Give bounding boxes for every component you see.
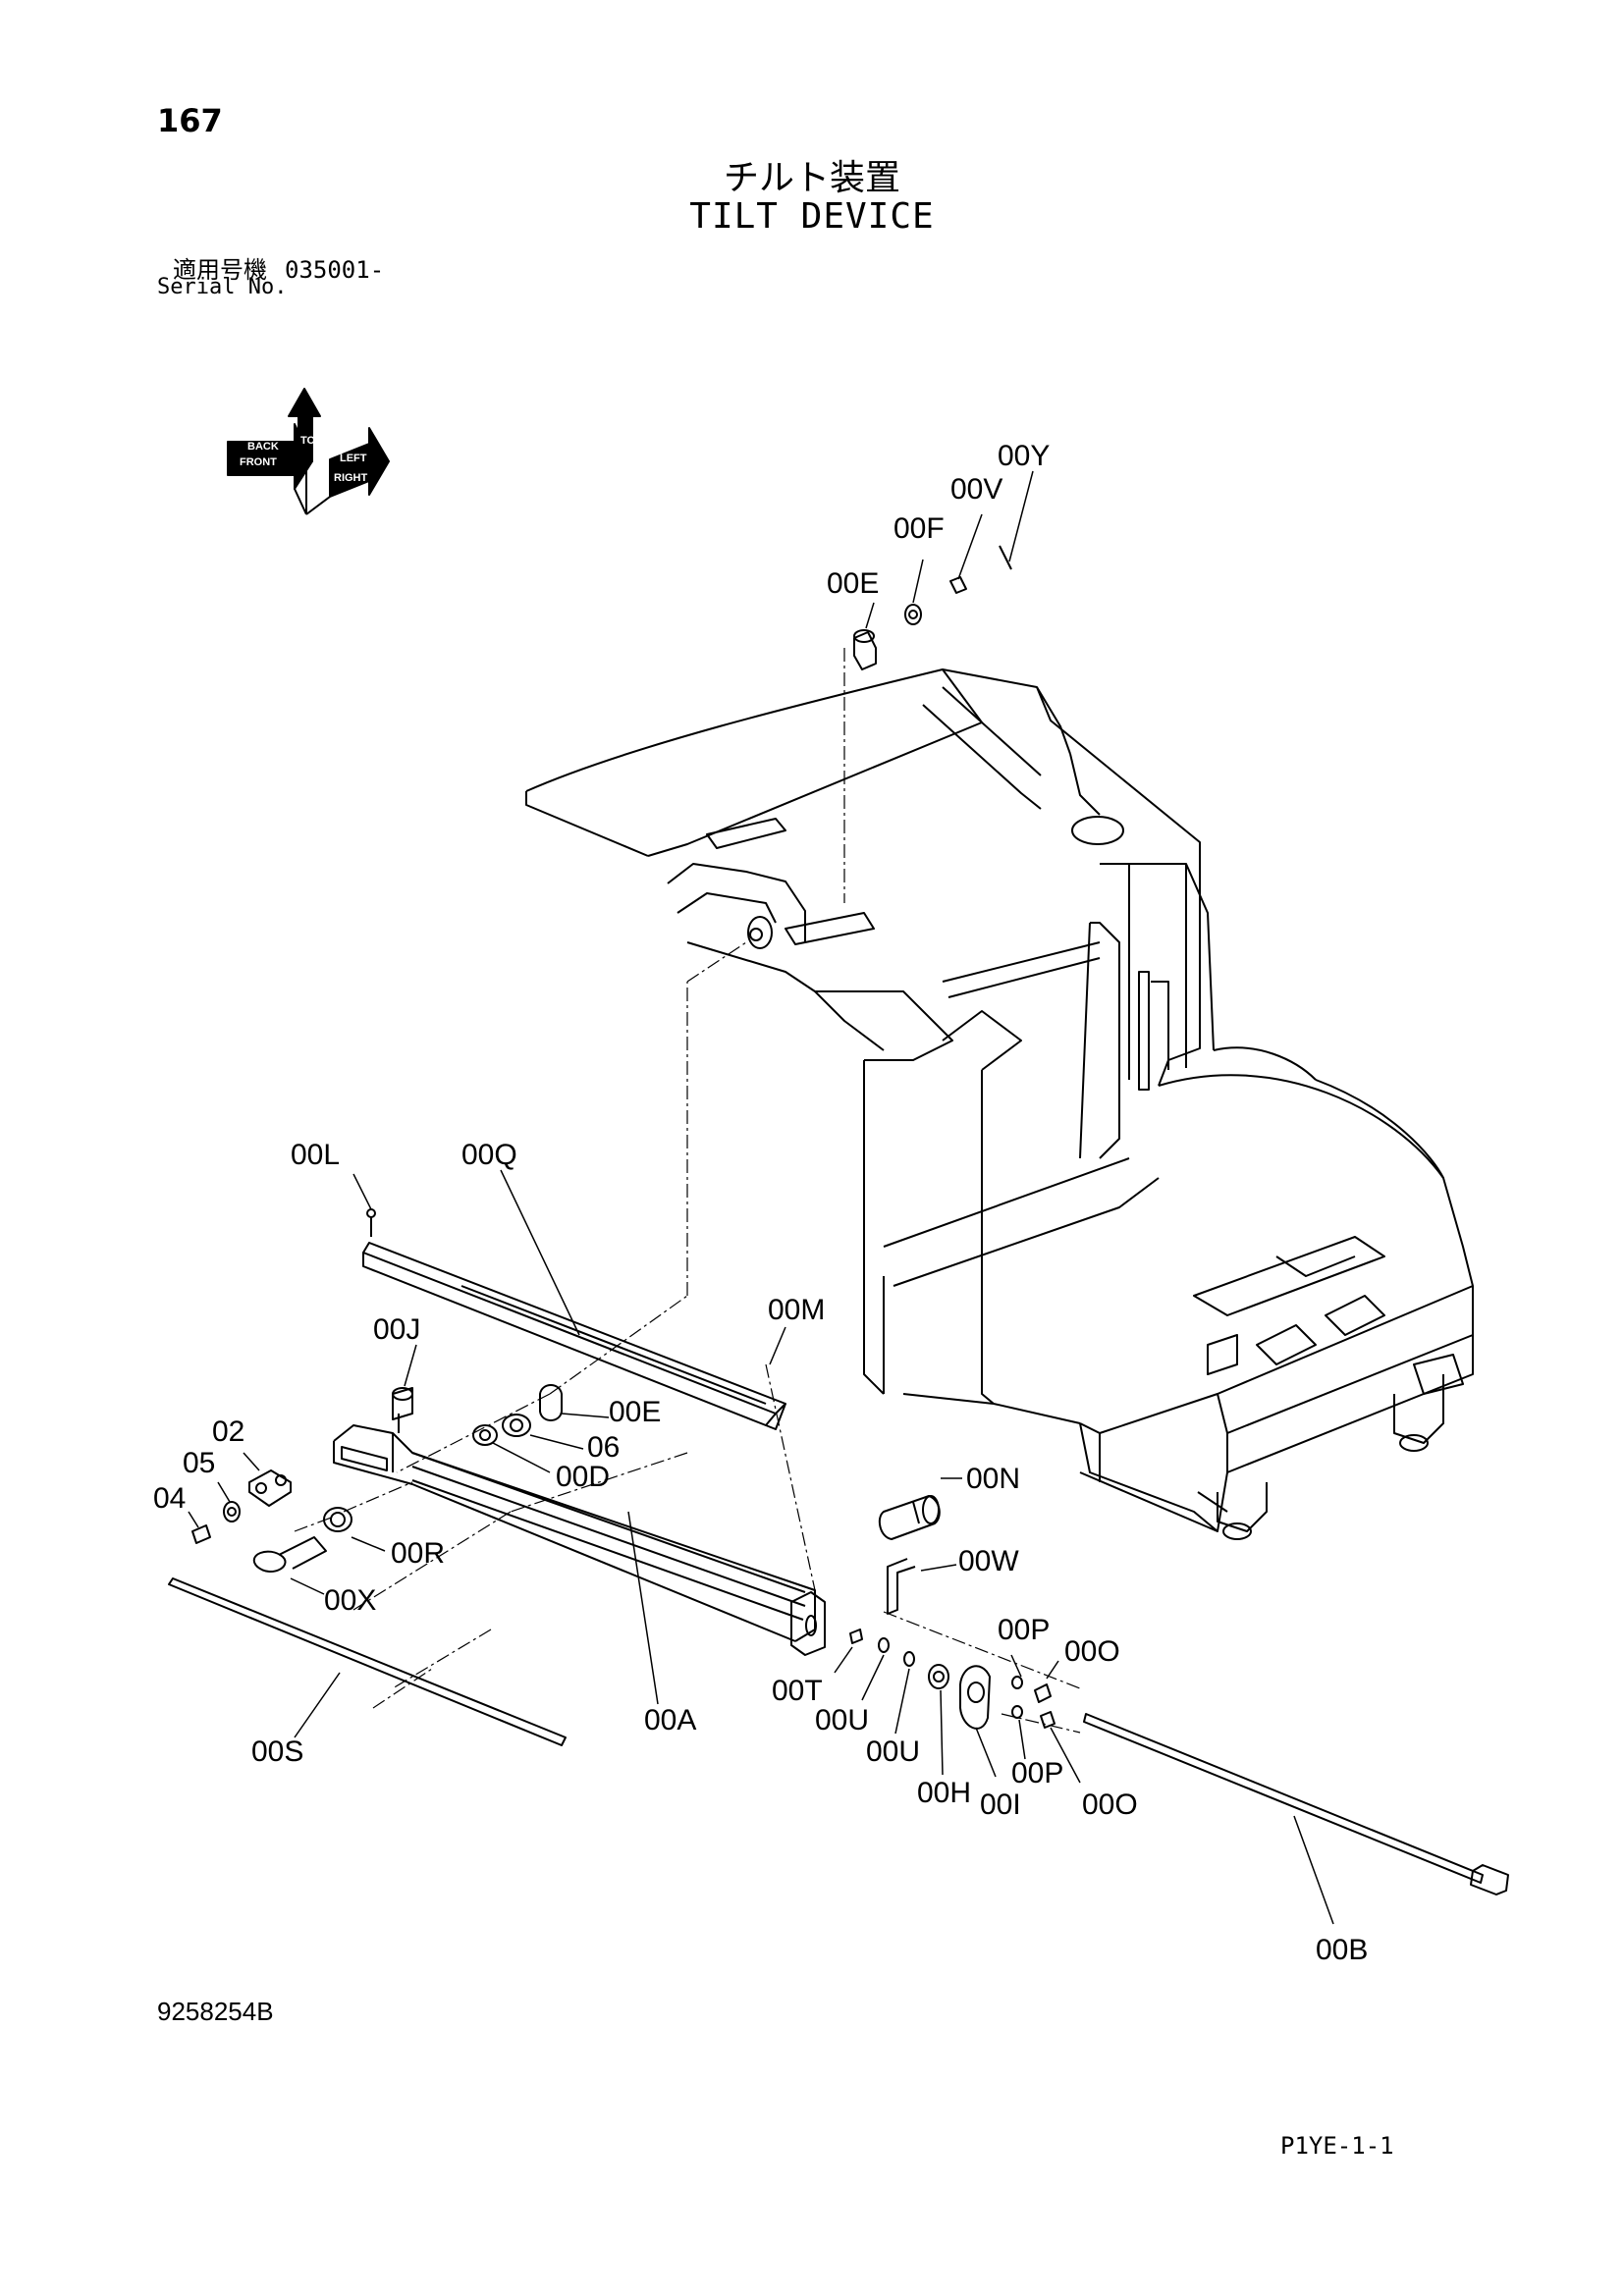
part-label-04: 04: [153, 1482, 186, 1515]
floor-plate: [525, 668, 1215, 1087]
document-code: 9258254B: [157, 1997, 274, 2026]
orientation-top-label: TOP: [300, 435, 322, 447]
part-label-00U-a: 00U: [815, 1704, 869, 1736]
part-label-00Q: 00Q: [461, 1139, 517, 1171]
part-label-00J: 00J: [373, 1313, 420, 1346]
serial-label-japanese: 適用号機: [173, 256, 267, 284]
base-floor: [1079, 1046, 1474, 1532]
part-label-00A: 00A: [644, 1704, 696, 1736]
part-label-00Y: 00Y: [998, 440, 1050, 472]
part-label-00I: 00I: [980, 1789, 1021, 1821]
part-label-06: 06: [587, 1431, 620, 1464]
part-label-00H: 00H: [917, 1777, 971, 1809]
orientation-right-label: RIGHT: [334, 472, 368, 484]
part-label-02: 02: [212, 1415, 244, 1448]
part-label-00U-b: 00U: [866, 1735, 920, 1768]
part-label-00E-mid: 00E: [609, 1396, 661, 1428]
serial-value: 035001-: [285, 256, 385, 284]
part-label-00D: 00D: [556, 1461, 610, 1493]
part-label-00R: 00R: [391, 1537, 445, 1570]
part-label-05: 05: [183, 1447, 215, 1479]
page-title: TILT DEVICE: [689, 196, 935, 237]
serial-range: 適用号機 035001-: [173, 250, 384, 285]
page-code: P1YE-1-1: [1280, 2132, 1394, 2160]
part-label-00P-top: 00P: [998, 1614, 1050, 1646]
orientation-left-label: LEFT: [340, 453, 367, 464]
part-label-00B: 00B: [1316, 1934, 1368, 1966]
page-title-japanese: チルト装置: [723, 158, 900, 198]
part-label-00X: 00X: [324, 1584, 376, 1617]
orientation-back-label: BACK: [247, 441, 279, 453]
tilt-arm-00A: [333, 1424, 826, 1656]
part-label-00L: 00L: [291, 1139, 340, 1171]
part-label-00M: 00M: [768, 1294, 825, 1326]
hardware-left: [191, 1384, 563, 1573]
strip-00S: [168, 1577, 567, 1746]
part-label-00W: 00W: [958, 1545, 1019, 1577]
page-number: 167: [157, 102, 223, 139]
part-label-00O-bottom: 00O: [1082, 1789, 1138, 1821]
base-mounts: [1217, 1354, 1464, 1540]
orientation-right-arrow: [329, 427, 390, 498]
bushing-00N: [878, 1495, 941, 1540]
serial-label: Serial No.: [157, 275, 288, 299]
part-label-00V: 00V: [950, 473, 1002, 506]
tilt-bracket: [667, 818, 1022, 1395]
part-label-00F: 00F: [893, 512, 945, 545]
leader-lines: [188, 470, 1334, 1925]
part-label-00T: 00T: [772, 1675, 823, 1707]
part-label-00O-top: 00O: [1064, 1635, 1120, 1668]
tilt-rail-00Q: [362, 1208, 786, 1430]
clip-00W: [887, 1558, 916, 1615]
rod-00B: [1083, 1713, 1509, 1896]
hardware-right: [849, 1629, 1056, 1730]
orientation-top-arrow: [288, 388, 321, 462]
orientation-front-label: FRONT: [240, 456, 277, 468]
hardware-top: [853, 545, 1012, 670]
part-label-00N: 00N: [966, 1463, 1020, 1495]
orientation-indicator: [227, 388, 390, 515]
part-label-00E-top: 00E: [827, 567, 879, 600]
part-label-00S: 00S: [251, 1735, 303, 1768]
center-lines: [294, 648, 1081, 1734]
support-frame: [883, 922, 1160, 1424]
part-label-00P-bottom: 00P: [1011, 1757, 1063, 1789]
